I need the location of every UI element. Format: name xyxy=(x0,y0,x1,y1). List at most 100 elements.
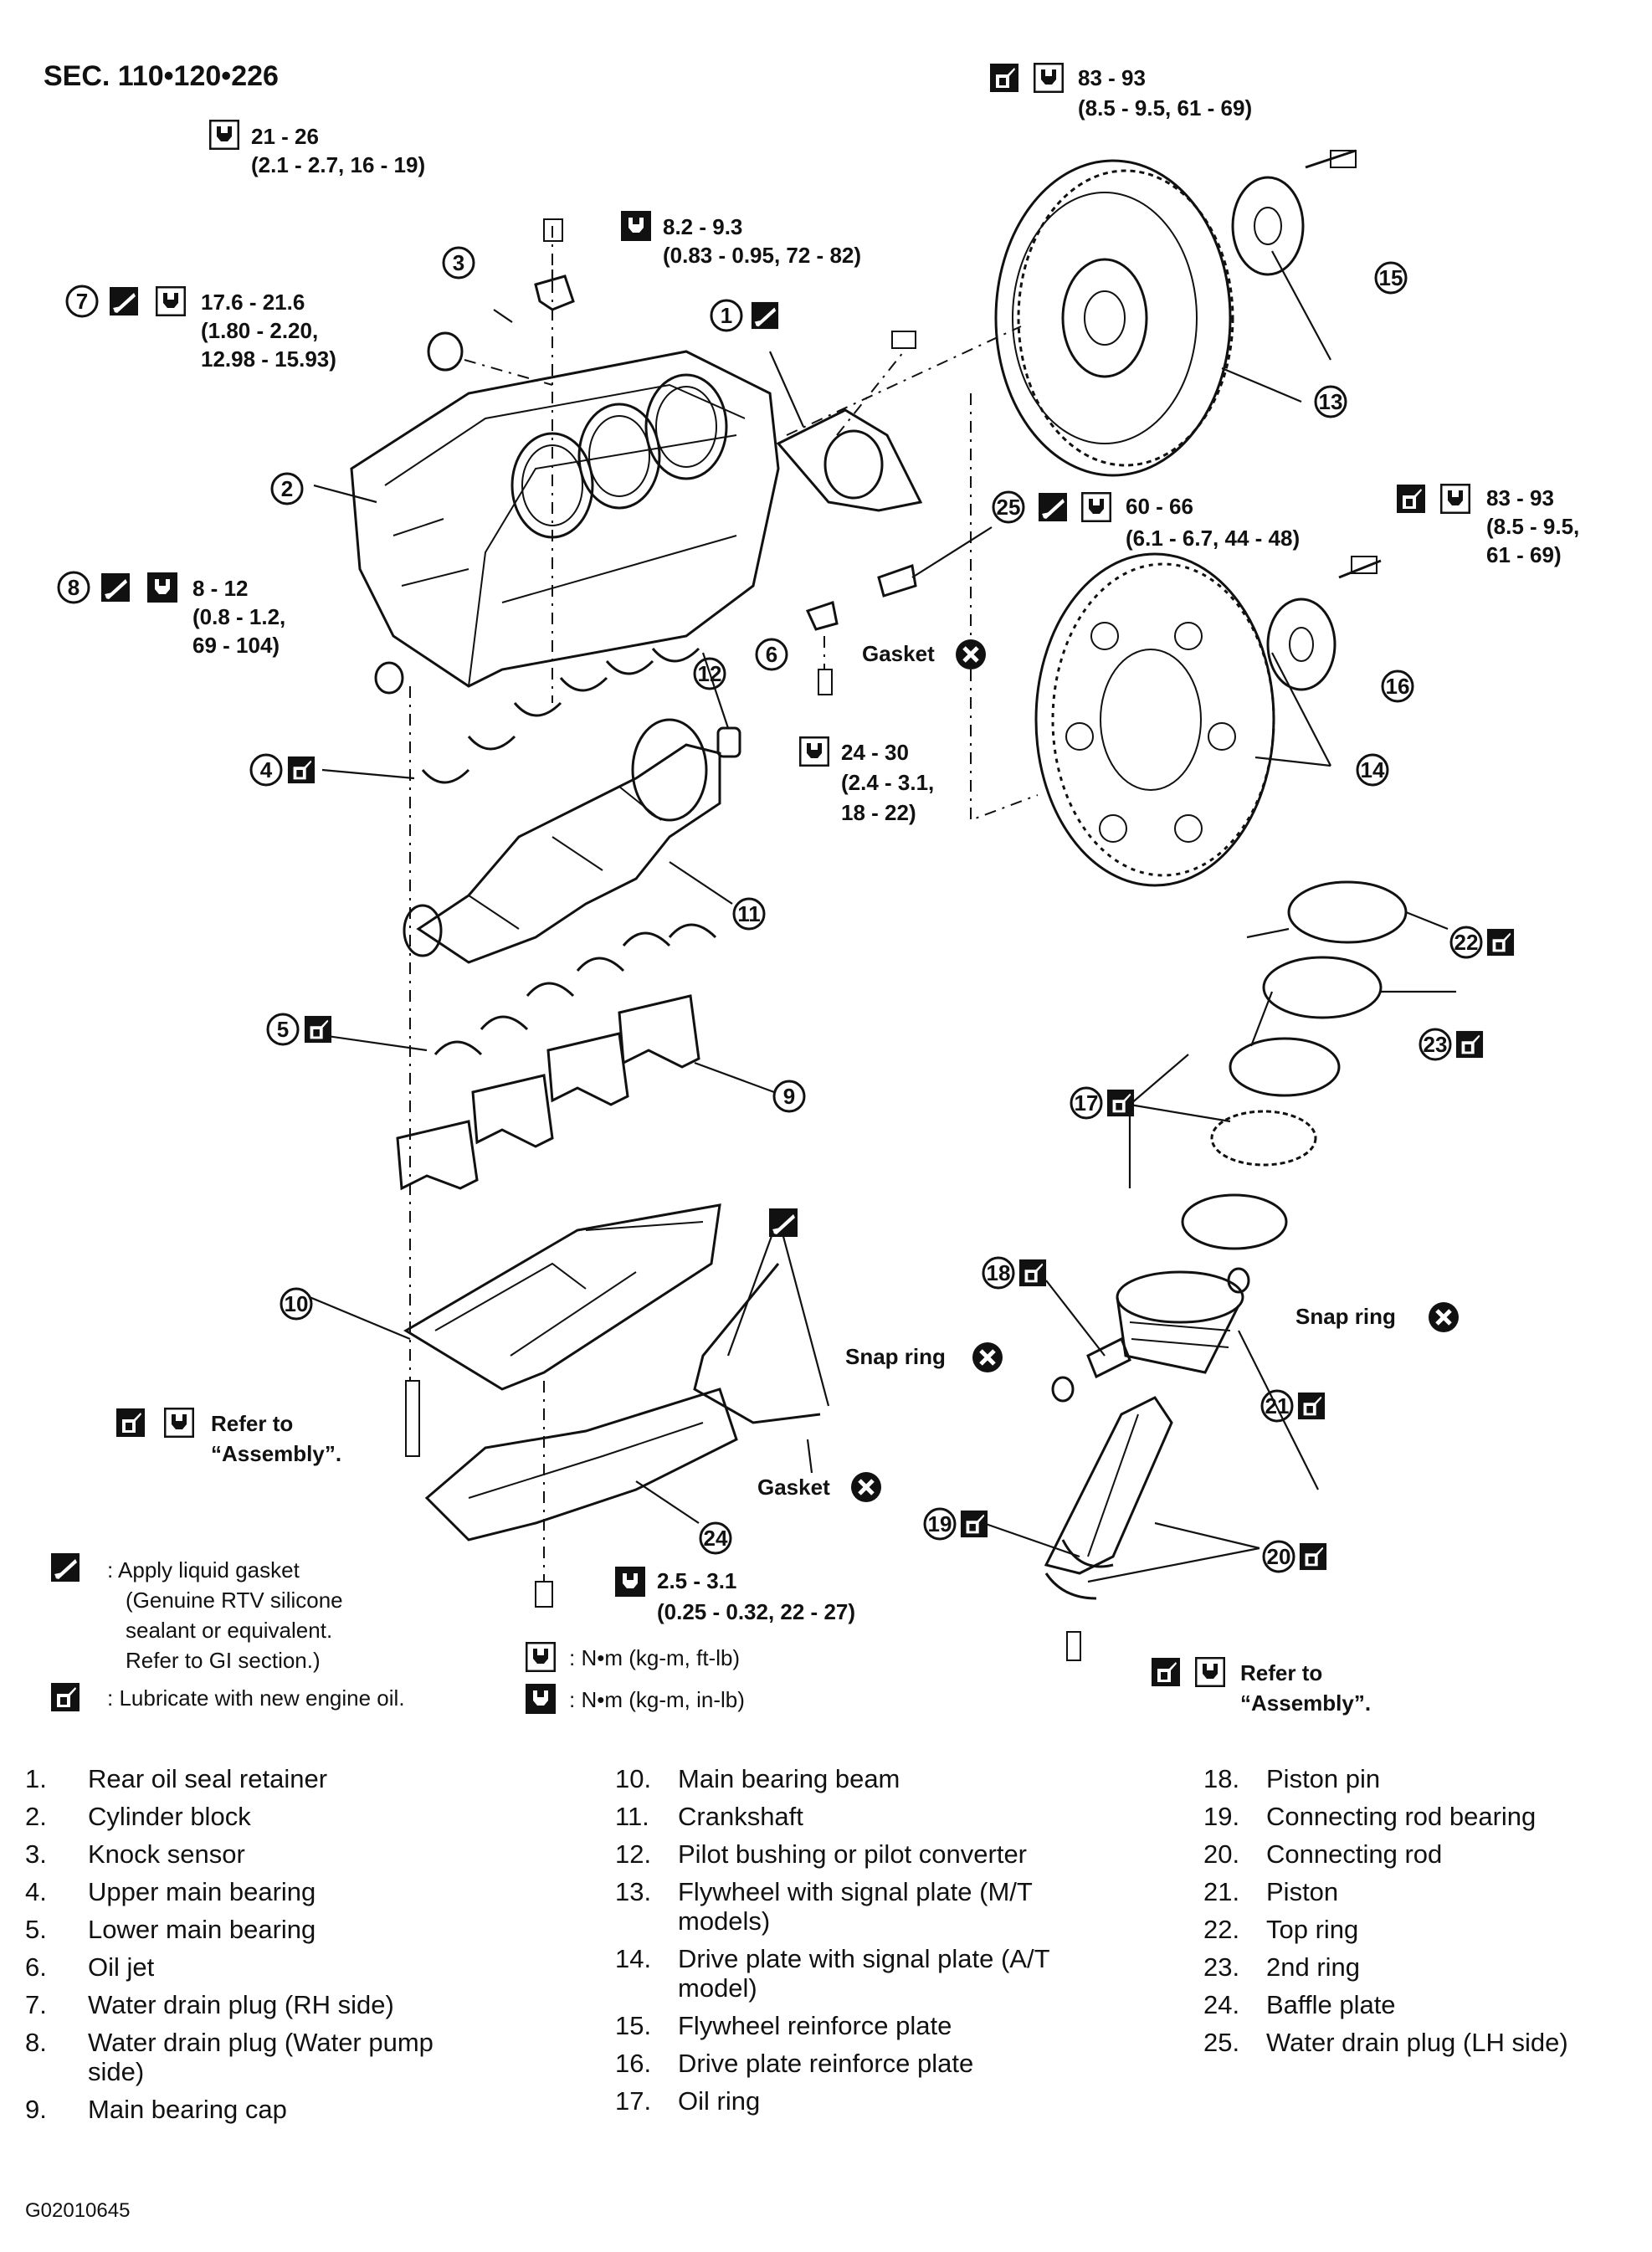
svg-text:17.6 - 21.6: 17.6 - 21.6 xyxy=(201,290,305,315)
list-item: 20.Connecting rod xyxy=(1203,1839,1443,1869)
svg-text:15: 15 xyxy=(1379,265,1403,290)
list-item: 24.Baffle plate xyxy=(1203,1990,1396,2019)
list-item: 16.Drive plate reinforce plate xyxy=(615,2049,974,2078)
svg-text:18 - 22): 18 - 22) xyxy=(841,800,916,825)
svg-text:: Apply liquid gasket: : Apply liquid gasket xyxy=(107,1557,300,1583)
callout-8: 8 xyxy=(57,571,90,604)
svg-text:: N•m (kg-m, in-lb): : N•m (kg-m, in-lb) xyxy=(569,1687,745,1712)
parts-list-column-1: 1.Rear oil seal retainer 2.Cylinder bloc… xyxy=(25,1764,544,2132)
parts-list-column-2: 10.Main bearing beam 11.Crankshaft 12.Pi… xyxy=(615,1764,1134,2124)
flywheel-bolt xyxy=(1330,150,1357,168)
svg-text:(2.4 - 3.1,: (2.4 - 3.1, xyxy=(841,770,934,795)
svg-text:23: 23 xyxy=(1424,1032,1448,1057)
svg-text:(0.25 - 0.32, 22 - 27): (0.25 - 0.32, 22 - 27) xyxy=(657,1599,855,1624)
legend: : Apply liquid gasket (Genuine RTV silic… xyxy=(51,1553,745,1714)
list-item: 11.Crankshaft xyxy=(615,1802,803,1831)
list-item: 14.Drive plate with signal plate (A/T mo… xyxy=(615,1944,1049,2003)
list-item: 10.Main bearing beam xyxy=(615,1764,900,1793)
callout-24: 24 xyxy=(699,1521,732,1555)
svg-text:11: 11 xyxy=(737,901,761,926)
exploded-view-diagram: SEC. 110•120•226 xyxy=(44,60,1579,1716)
svg-text:Refer to: Refer to xyxy=(1240,1660,1322,1685)
main-bearing-beam xyxy=(403,1203,721,1391)
callout-5: 5 xyxy=(266,1013,332,1046)
alignment-line-seal xyxy=(836,351,905,436)
svg-text:61 - 69): 61 - 69) xyxy=(1486,542,1562,567)
callout-2: 2 xyxy=(270,472,304,505)
svg-text:10: 10 xyxy=(285,1291,309,1316)
svg-text:69 - 104): 69 - 104) xyxy=(192,633,280,658)
callout-11: 11 xyxy=(732,897,766,931)
list-item: 8.Water drain plug (Water pump side) xyxy=(25,2028,434,2086)
callout-14: 14 xyxy=(1356,753,1389,787)
snap-ring-note-right: Snap ring xyxy=(1295,1302,1459,1332)
list-item: 13.Flywheel with signal plate (M/T model… xyxy=(615,1877,1033,1936)
plug-rh xyxy=(427,331,464,372)
callout-13: 13 xyxy=(1314,385,1347,418)
second-ring xyxy=(1262,956,1383,1019)
svg-text:“Assembly”.: “Assembly”. xyxy=(211,1441,341,1466)
leader-lines xyxy=(309,250,1456,1583)
svg-text:8 - 12: 8 - 12 xyxy=(192,576,249,601)
parts-list: 1.Rear oil seal retainer 2.Cylinder bloc… xyxy=(25,1764,1632,2166)
svg-text:83 - 93: 83 - 93 xyxy=(1078,65,1146,90)
oil-jet xyxy=(805,601,839,695)
connecting-rod-bearing xyxy=(1044,1539,1114,1600)
list-item: 12.Pilot bushing or pilot converter xyxy=(615,1839,1028,1869)
svg-text:: N•m (kg-m, ft-lb): : N•m (kg-m, ft-lb) xyxy=(569,1645,740,1670)
refer-assembly-beam: Refer to “Assembly”. xyxy=(116,1408,341,1466)
seal-retainer-bolt xyxy=(891,331,916,349)
snap-ring-left xyxy=(1051,1376,1075,1403)
callout-7: 7 xyxy=(65,285,99,318)
gasket-note-bottom: Gasket xyxy=(757,1472,881,1502)
callout-19: 19 xyxy=(923,1507,988,1541)
callout-12: 12 xyxy=(693,657,726,690)
alignment-line-drive xyxy=(970,393,1039,822)
torque-plug-rh: 17.6 - 21.6 (1.80 - 2.20, 12.98 - 15.93) xyxy=(110,286,336,372)
baffle-plate xyxy=(424,1388,738,1542)
pilot-bushing xyxy=(716,726,741,758)
callout-15: 15 xyxy=(1374,261,1408,295)
svg-text:21: 21 xyxy=(1265,1393,1290,1418)
torque-driveplate-bolt: 83 - 93 (8.5 - 9.5, 61 - 69) xyxy=(1397,484,1579,567)
callout-23: 23 xyxy=(1419,1028,1484,1061)
svg-text:8: 8 xyxy=(68,575,80,600)
svg-text:: Lubricate with new engine oi: : Lubricate with new engine oil. xyxy=(107,1685,405,1711)
list-item: 6.Oil jet xyxy=(25,1952,155,1982)
callout-4: 4 xyxy=(249,753,316,787)
svg-text:8.2 - 9.3: 8.2 - 9.3 xyxy=(663,214,742,239)
list-item: 21.Piston xyxy=(1203,1877,1339,1906)
svg-text:16: 16 xyxy=(1386,674,1410,699)
svg-text:7: 7 xyxy=(76,289,88,314)
svg-text:Gasket: Gasket xyxy=(862,641,935,666)
top-ring xyxy=(1287,880,1408,944)
callout-22: 22 xyxy=(1449,926,1515,959)
main-bearing-caps xyxy=(396,994,700,1191)
svg-text:12.98 - 15.93): 12.98 - 15.93) xyxy=(201,346,336,372)
svg-text:6: 6 xyxy=(766,642,777,667)
parts-list-column-3: 18.Piston pin 19.Connecting rod bearing … xyxy=(1203,1764,1652,2065)
svg-text:13: 13 xyxy=(1319,389,1343,414)
callout-21: 21 xyxy=(1260,1389,1326,1423)
torque-rear-seal: 8.2 - 9.3 (0.83 - 0.95, 72 - 82) xyxy=(621,211,861,268)
torque-baffle: 2.5 - 3.1 (0.25 - 0.32, 22 - 27) xyxy=(615,1567,855,1624)
piston-pin xyxy=(1086,1336,1131,1379)
torque-oil-jet: 24 - 30 (2.4 - 3.1, 18 - 22) xyxy=(799,736,934,825)
list-item: 23.2nd ring xyxy=(1203,1952,1361,1982)
svg-text:(6.1 - 6.7, 44 - 48): (6.1 - 6.7, 44 - 48) xyxy=(1126,526,1300,551)
svg-text:12: 12 xyxy=(698,661,722,686)
lower-main-bearings xyxy=(434,923,717,1056)
rear-oil-seal-retainer xyxy=(776,408,923,512)
list-item: 7.Water drain plug (RH side) xyxy=(25,1990,394,2019)
svg-text:(1.80 - 2.20,: (1.80 - 2.20, xyxy=(201,318,318,343)
list-item: 9.Main bearing cap xyxy=(25,2095,287,2124)
drive-plate xyxy=(1034,552,1275,887)
svg-text:9: 9 xyxy=(783,1084,795,1109)
svg-text:(Genuine RTV silicone: (Genuine RTV silicone xyxy=(126,1588,343,1613)
liquid-gasket-note xyxy=(769,1208,798,1237)
svg-text:(8.5 - 9.5,: (8.5 - 9.5, xyxy=(1486,514,1579,539)
svg-text:(0.8 - 1.2,: (0.8 - 1.2, xyxy=(192,604,285,629)
svg-text:(0.83 - 0.95, 72 - 82): (0.83 - 0.95, 72 - 82) xyxy=(663,243,861,268)
torque-knock-sensor: 21 - 26 (2.1 - 2.7, 16 - 19) xyxy=(209,120,425,177)
svg-text:22: 22 xyxy=(1454,930,1479,955)
